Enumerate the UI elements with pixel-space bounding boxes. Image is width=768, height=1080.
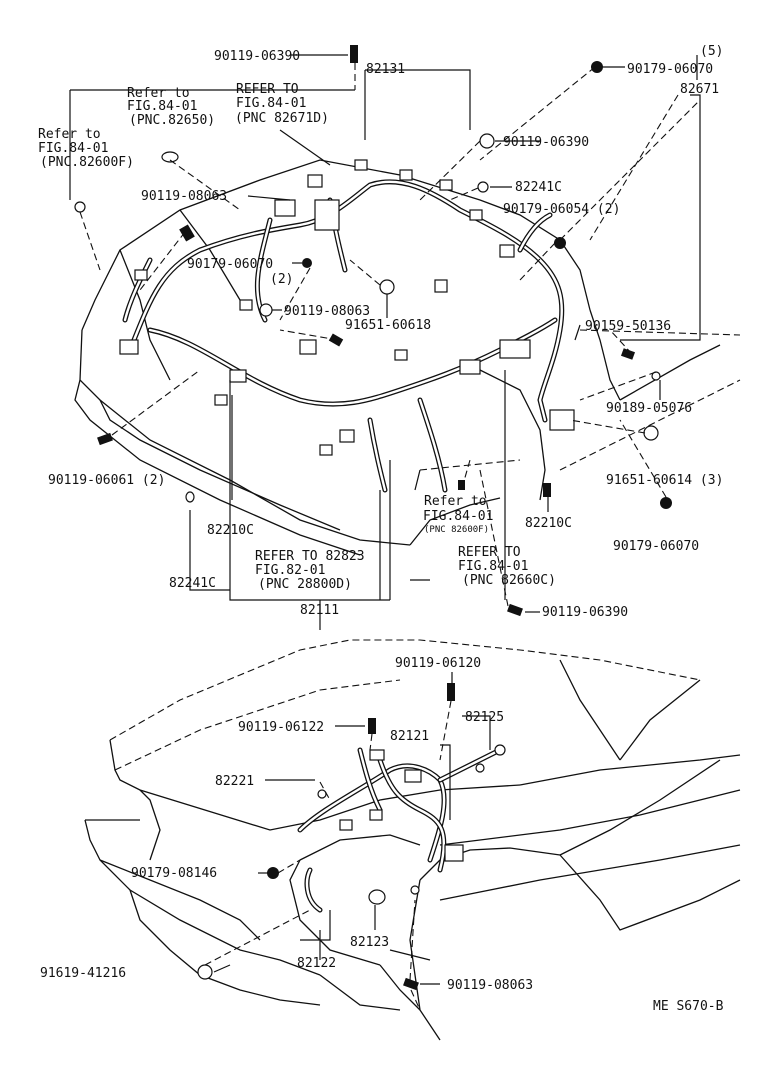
leader-lines-upper — [69, 54, 701, 630]
refer-82650-line3: (PNC.82650) — [129, 113, 215, 128]
label-90119-08063-top: 90119-08063 — [141, 189, 227, 204]
refer-82823-line2: FIG.82-01 — [255, 563, 325, 578]
label-qty-5: (5) — [700, 44, 723, 59]
refer-82650-line1: Refer to — [127, 86, 190, 101]
label-82210c-right: 82210C — [525, 516, 572, 531]
label-82111: 82111 — [300, 603, 339, 618]
main-wire-harness-upper — [122, 179, 565, 493]
refer-low-line2: FIG.84-01 — [423, 509, 493, 524]
lower-vehicle-body — [84, 639, 741, 1041]
label-82671: 82671 — [680, 82, 719, 97]
refer-82650-line2: FIG.84-01 — [127, 99, 197, 114]
refer-82660c-line1: REFER TO — [458, 545, 521, 560]
label-82221: 82221 — [215, 774, 254, 789]
label-90189-05076: 90189-05076 — [606, 401, 692, 416]
label-90159-50136: 90159-50136 — [585, 319, 671, 334]
connectors-upper — [119, 159, 575, 456]
refer-low-line1: Refer to — [424, 494, 487, 509]
refer-82600f-line1: Refer to — [38, 127, 101, 142]
label-90119-06122: 90119-06122 — [238, 720, 324, 735]
refer-82660c-line3: (PNC 82660C) — [462, 573, 556, 588]
label-90179-06054: 90179-06054 (2) — [503, 202, 620, 217]
connectors-lower — [317, 744, 506, 905]
label-82210c-left: 82210C — [207, 523, 254, 538]
label-90119-08063-mid: 90119-08063 — [284, 304, 370, 319]
label-90119-06390-mid: 90119-06390 — [503, 135, 589, 150]
label-82122: 82122 — [297, 956, 336, 971]
refer-82671d-line1: REFER TO — [236, 82, 299, 97]
diagram-code: ME S670-B — [653, 999, 724, 1014]
label-90119-08063-bot: 90119-08063 — [447, 978, 533, 993]
refer-82600f-line3: (PNC.82600F) — [40, 155, 134, 170]
label-82241c-right: 82241C — [515, 180, 562, 195]
label-82131: 82131 — [366, 62, 405, 77]
label-90179-06070-top: 90179-06070 — [627, 62, 713, 77]
refer-82671d-line3: (PNC 82671D) — [235, 111, 329, 126]
label-82123: 82123 — [350, 935, 389, 950]
refer-82660c-line2: FIG.84-01 — [458, 559, 528, 574]
refer-82671d-line2: FIG.84-01 — [236, 96, 306, 111]
label-90119-06120: 90119-06120 — [395, 656, 481, 671]
label-91651-60618: 91651-60618 — [345, 318, 431, 333]
refer-low-line3: (PNC 82600F) — [424, 525, 489, 535]
label-90119-06061: 90119-06061 (2) — [48, 473, 165, 488]
leader-lines-lower — [204, 672, 491, 1011]
label-90119-06390-top: 90119-06390 — [214, 49, 300, 64]
fasteners-lower — [197, 683, 455, 991]
label-82125: 82125 — [465, 710, 504, 725]
label-91619-41216: 91619-41216 — [40, 966, 126, 981]
label-90179-06070-mid: 90179-06070 — [187, 257, 273, 272]
refer-82823-line1: REFER TO 82823 — [255, 549, 365, 564]
label-qty-2: (2) — [270, 272, 293, 287]
part-labels: 90119-06390 82131 (5) 90179-06070 82671 … — [38, 44, 724, 1014]
label-90179-06070-bot: 90179-06070 — [613, 539, 699, 554]
refer-82823-line3: (PNC 28800D) — [258, 577, 352, 592]
label-82121: 82121 — [390, 729, 429, 744]
label-90119-06390-bot: 90119-06390 — [542, 605, 628, 620]
label-91651-60614: 91651-60614 (3) — [606, 473, 723, 488]
label-82241c-left: 82241C — [169, 576, 216, 591]
refer-82600f-line2: FIG.84-01 — [38, 141, 108, 156]
engine-room-wire-harness-lower — [297, 747, 503, 913]
label-90179-08146: 90179-08146 — [131, 866, 217, 881]
